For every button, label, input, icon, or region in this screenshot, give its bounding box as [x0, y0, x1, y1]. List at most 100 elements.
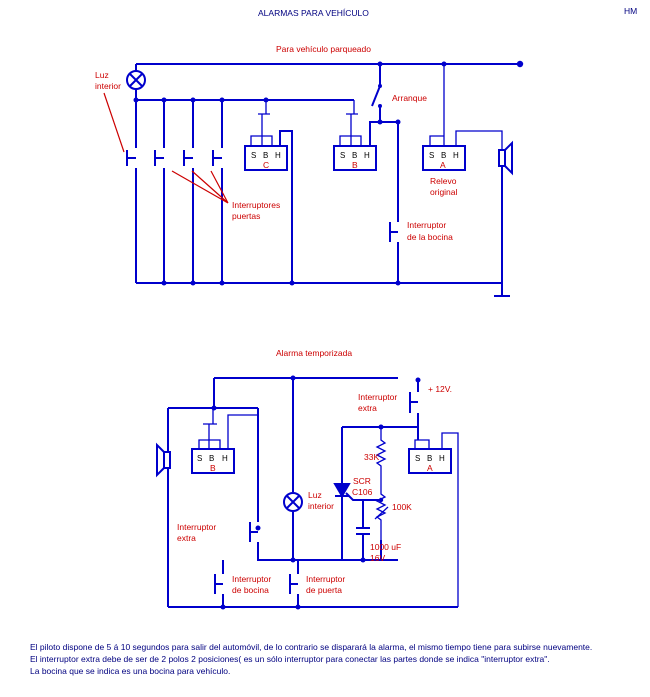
interior-lamp-cross [129, 73, 143, 87]
horn-timed-icon [156, 408, 171, 607]
scr-gate-wires [335, 492, 381, 560]
relay-b-pins [198, 408, 258, 449]
top-rail-wire [342, 426, 419, 440]
relay-a-label: A [440, 160, 446, 170]
relay-pin-s: S [197, 454, 202, 463]
junction [190, 280, 196, 286]
junction [377, 119, 383, 125]
horn-switch-label-2: de bocina [232, 585, 269, 595]
junction [295, 604, 301, 610]
junction [219, 280, 225, 286]
door-switch-label-2: de puerta [306, 585, 342, 595]
bottom-switches: Interruptor de bocina Interruptor de pue… [168, 560, 458, 610]
r100k-label: 100K [392, 502, 412, 512]
relay-b-label: B [352, 160, 358, 170]
door-switch-1 [126, 100, 137, 283]
relay-c-label: C [263, 160, 269, 170]
relay-pin-h: H [364, 151, 370, 160]
relay-pin-s: S [429, 151, 434, 160]
scr-symbol [333, 483, 351, 498]
relay-a-original: S B H A Relevo original [422, 64, 503, 197]
horn-switch: Interruptor de la bocina [389, 122, 453, 283]
interior-lamp-symbol [283, 492, 303, 512]
horn-switch-label-1: Interruptor [407, 220, 446, 230]
plus12v-terminal [415, 377, 421, 383]
junction [161, 280, 167, 286]
lamp-arrow [103, 92, 125, 153]
relay-a-wires [429, 64, 503, 150]
relay-b-box [191, 448, 235, 474]
switch-contact [378, 84, 382, 88]
note-1: El piloto dispone de 5 á 10 segundos par… [30, 642, 593, 652]
scr-label-2: C106 [352, 487, 373, 497]
junction [211, 405, 217, 411]
interior-lamp-cross [286, 495, 300, 509]
relay-b-pins [339, 100, 362, 146]
note-3: La bocina que se indica es una bocina pa… [30, 666, 231, 676]
relay-c: S B H C [244, 100, 293, 283]
relay-pin-s: S [415, 454, 420, 463]
horn-switch-label-1: Interruptor [232, 574, 271, 584]
r33k-label: 33K [364, 452, 379, 462]
relay-pin-b: B [209, 454, 214, 463]
door-switch-3 [183, 100, 194, 283]
page-title: ALARMAS PARA VEHÍCULO [258, 8, 369, 18]
cap-label-2: 16V [370, 553, 385, 563]
resistor-100k [375, 478, 387, 540]
relay-pin-h: H [275, 151, 281, 160]
horn-switch-symbol [389, 122, 399, 283]
relay-c-box [244, 145, 288, 171]
relay-pin-h: H [453, 151, 459, 160]
timer-network: 33K SCR C106 100K 1000 uF 16V [333, 424, 419, 563]
horn-body [163, 451, 171, 469]
relay-a-label: A [427, 463, 433, 473]
junction [378, 497, 384, 503]
lamp-label-2: interior [308, 501, 334, 511]
horn-cone [504, 140, 513, 176]
top-bus-terminal [516, 60, 524, 68]
door-switches-label-1: Interruptores [232, 200, 280, 210]
top-extra-switch: + 12V. Interruptor extra [358, 377, 452, 427]
lamp-label-1: Luz [308, 490, 322, 500]
horn-body [498, 149, 506, 167]
door-switches-arrows [171, 170, 229, 204]
top-extra-label-2: extra [358, 403, 377, 413]
relay-pin-h: H [439, 454, 445, 463]
door-switches-label-2: puertas [232, 211, 260, 221]
relay-pin-s: S [251, 151, 256, 160]
interior-lamp: Luz interior [283, 378, 334, 563]
bottom-bus-wire [136, 282, 503, 296]
diagram1-title: Para vehículo parqueado [276, 44, 371, 54]
relay-original-label-2: original [430, 187, 458, 197]
note-2: El interruptor extra debe de ser de 2 po… [30, 654, 550, 664]
relay-pin-b: B [352, 151, 357, 160]
door-switch-2 [154, 100, 165, 283]
top-extra-label-1: Interruptor [358, 392, 397, 402]
relay-c-h-wire [279, 130, 293, 283]
relay-b-box [333, 145, 377, 171]
scr-label-1: SCR [353, 476, 371, 486]
author-initials: HM [624, 6, 637, 16]
notes-block: El piloto dispone de 5 á 10 segundos par… [30, 641, 640, 677]
ignition-switch: Arranque [371, 64, 427, 125]
horn-icon [498, 140, 513, 283]
relay-b-h-wire [369, 121, 398, 146]
relay-c-pins [250, 100, 273, 146]
potentiometer-arrow [374, 506, 389, 520]
relay-original-label-1: Relevo [430, 176, 457, 186]
horn-cone [156, 442, 165, 478]
cap-label-1: 1000 uF [370, 542, 401, 552]
ignition-switch-symbol [371, 64, 381, 122]
resistor-33k [375, 427, 387, 478]
relay-pin-b: B [263, 151, 268, 160]
left-extra-switch-symbol [249, 520, 398, 561]
relay-a-wires [414, 432, 459, 607]
horn-switch-symbol [214, 560, 224, 607]
diagram2-title: Alarma temporizada [276, 348, 352, 358]
relay-pin-h: H [222, 454, 228, 463]
relay-b: S B H B [333, 100, 398, 171]
diagram-timed-alarm: Alarma temporizada + 12V. Interruptor ex… [156, 348, 459, 610]
door-switch-4 [212, 100, 223, 283]
junction [255, 525, 261, 531]
lamp-label-2: interior [95, 81, 121, 91]
